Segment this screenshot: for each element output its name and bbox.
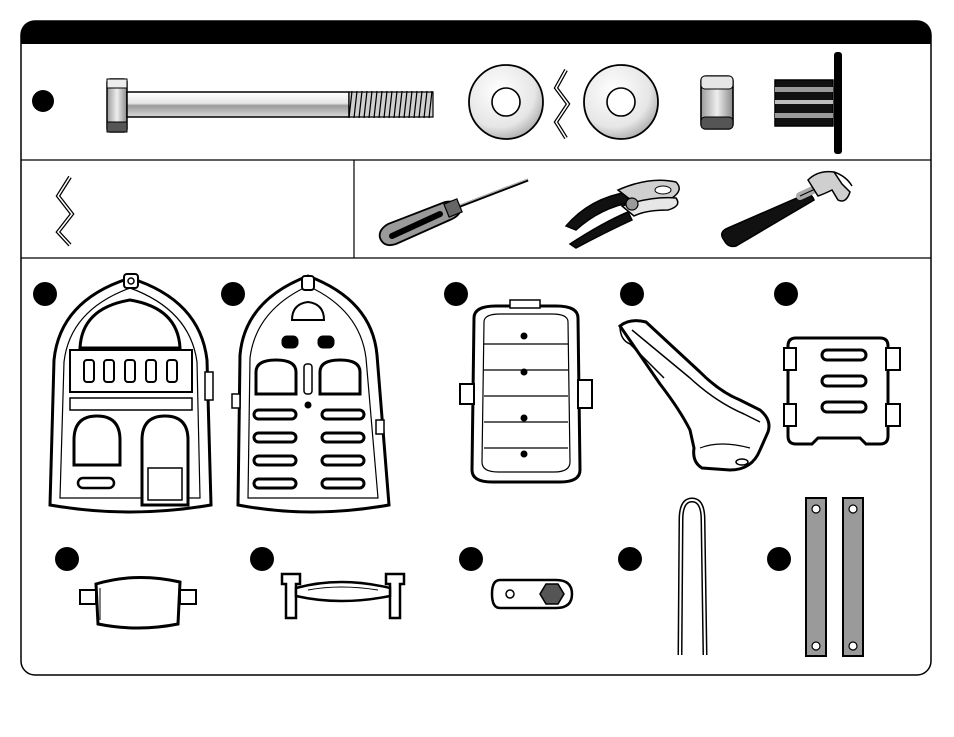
deck-icon: [460, 300, 592, 482]
part-marker: [767, 547, 791, 571]
nut-icon: [701, 76, 733, 129]
part-marker: [221, 282, 245, 306]
part-marker: [55, 547, 79, 571]
part-marker: [620, 282, 644, 306]
connector-icon: [80, 577, 196, 628]
part-marker: [618, 547, 642, 571]
part-marker: [444, 282, 468, 306]
part-marker: [774, 282, 798, 306]
part-marker: [33, 282, 57, 306]
wrench-icon: [492, 580, 572, 608]
ladder-icon: [784, 338, 900, 444]
part-marker: [459, 547, 483, 571]
header-bar: [21, 21, 931, 44]
washer-icon: [469, 65, 543, 139]
hardware-marker: [32, 90, 54, 112]
part-marker: [250, 547, 274, 571]
washer-icon: [584, 65, 658, 139]
